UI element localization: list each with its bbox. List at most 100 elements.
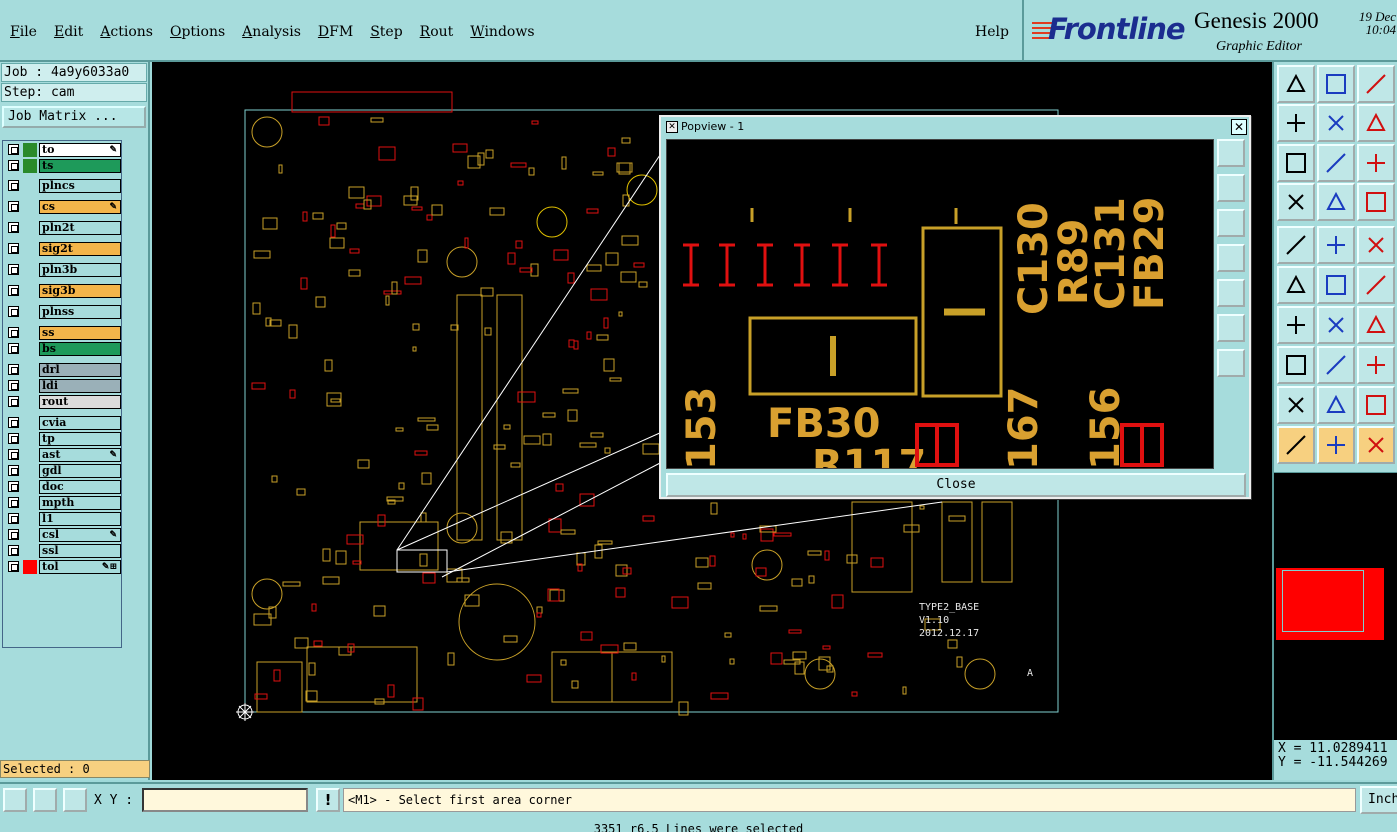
layer-name[interactable]: bs: [39, 342, 121, 356]
layer-name[interactable]: cs✎: [39, 200, 121, 214]
angle-tool-button[interactable]: [1277, 306, 1315, 344]
layer-name[interactable]: ssl: [39, 544, 121, 558]
layer-checkbox[interactable]: [8, 160, 19, 171]
popview-tool-1[interactable]: [1217, 139, 1245, 167]
popview-tool-2[interactable]: [1217, 174, 1245, 202]
layer-name[interactable]: ldi: [39, 379, 121, 393]
snap-mode-button[interactable]: [3, 788, 27, 812]
zoom-center-tool-button[interactable]: [1317, 144, 1355, 182]
layer-color-swatch[interactable]: [23, 560, 37, 574]
layer-name[interactable]: ast✎: [39, 448, 121, 462]
next-tool-button[interactable]: [1317, 104, 1355, 142]
layer-name[interactable]: l1: [39, 512, 121, 526]
layer-checkbox[interactable]: [8, 465, 19, 476]
layer-color-swatch[interactable]: [23, 200, 37, 214]
layer-checkbox[interactable]: [8, 433, 19, 444]
layer-row-tp[interactable]: tp: [3, 432, 121, 446]
layer-checkbox[interactable]: [8, 201, 19, 212]
pointer-tool-button[interactable]: [1277, 426, 1315, 464]
popview-tool-5[interactable]: [1217, 279, 1245, 307]
layer-color-swatch[interactable]: [23, 363, 37, 377]
layer-name[interactable]: ss: [39, 326, 121, 340]
triangle-tool-button[interactable]: [1277, 386, 1315, 424]
snap-tool-button[interactable]: [1357, 266, 1395, 304]
layer-checkbox[interactable]: [8, 343, 19, 354]
layer-name[interactable]: cvia: [39, 416, 121, 430]
prev-tool-button[interactable]: [1277, 104, 1315, 142]
layer-row-mpth[interactable]: mpth: [3, 496, 121, 510]
layer-checkbox[interactable]: [8, 449, 19, 460]
traffic-light-tool-button[interactable]: [1357, 183, 1395, 221]
layer-checkbox[interactable]: [8, 561, 19, 572]
layer-row-ast[interactable]: ast✎: [3, 448, 121, 462]
layer-color-swatch[interactable]: [23, 305, 37, 319]
layer-row-to[interactable]: to✎: [3, 143, 121, 157]
arc-tool-button[interactable]: [1357, 306, 1395, 344]
popview-titlebar[interactable]: ✕ Popview - 1 ✕: [661, 117, 1249, 137]
layer-name[interactable]: plnss: [39, 305, 121, 319]
layer-checkbox[interactable]: [8, 285, 19, 296]
layer-row-ts[interactable]: ts: [3, 159, 121, 173]
layer-name[interactable]: rout: [39, 395, 121, 409]
layer-name[interactable]: mpth: [39, 496, 121, 510]
unit-toggle-button[interactable]: Inch: [1360, 786, 1397, 814]
pointer-circle-tool-button[interactable]: [1357, 426, 1395, 464]
ruler-tool-button[interactable]: [1357, 226, 1395, 264]
layer-color-swatch[interactable]: [23, 416, 37, 430]
layer-color-swatch[interactable]: [23, 448, 37, 462]
layer-row-l1[interactable]: l1: [3, 512, 121, 526]
layer-name[interactable]: doc: [39, 480, 121, 494]
overview-window-frame[interactable]: [1282, 570, 1364, 632]
layer-name[interactable]: to✎: [39, 143, 121, 157]
layer-row-cvia[interactable]: cvia: [3, 416, 121, 430]
slash-tool-button[interactable]: [1317, 306, 1355, 344]
layer-checkbox[interactable]: [8, 545, 19, 556]
layer-color-swatch[interactable]: [23, 159, 37, 173]
grid-button[interactable]: [63, 788, 87, 812]
layer-name[interactable]: drl: [39, 363, 121, 377]
info-icon[interactable]: !: [316, 788, 340, 812]
graphic-canvas[interactable]: TYPE2_BASE V1.10 2012.12.17 A ✕ Popview …: [152, 62, 1272, 780]
layer-color-swatch[interactable]: [23, 432, 37, 446]
measure-button[interactable]: [33, 788, 57, 812]
popview-zoom-fit[interactable]: [1217, 314, 1245, 342]
layer-checkbox[interactable]: [8, 306, 19, 317]
menu-options[interactable]: Options: [169, 24, 226, 40]
layer-color-swatch[interactable]: [23, 284, 37, 298]
pointer-box-tool-button[interactable]: [1317, 426, 1355, 464]
layer-name[interactable]: pln3b: [39, 263, 121, 277]
layer-row-tol[interactable]: tol✎⊞: [3, 560, 121, 574]
layer-row-ldi[interactable]: ldi: [3, 379, 121, 393]
triangle-blue-tool-button[interactable]: [1357, 386, 1395, 424]
overview-map[interactable]: [1274, 472, 1397, 740]
popview-tool-3[interactable]: [1217, 209, 1245, 237]
layer-row-plncs[interactable]: plncs: [3, 179, 121, 193]
layer-checkbox[interactable]: [8, 144, 19, 155]
line-tool-button[interactable]: [1317, 226, 1355, 264]
pad-settings-tool-button[interactable]: [1277, 183, 1315, 221]
layer-row-rout[interactable]: rout: [3, 395, 121, 409]
connect-tool-button[interactable]: [1277, 266, 1315, 304]
one-to-one-tool-button[interactable]: [1357, 144, 1395, 182]
layer-color-swatch[interactable]: [23, 242, 37, 256]
home-tool-button[interactable]: [1357, 65, 1395, 103]
layer-row-drl[interactable]: drl: [3, 363, 121, 377]
triangle-outline-tool-button[interactable]: [1317, 386, 1355, 424]
menu-analysis[interactable]: Analysis: [242, 24, 301, 40]
layer-row-pln2t[interactable]: pln2t: [3, 221, 121, 235]
layer-name[interactable]: plncs: [39, 179, 121, 193]
layer-color-swatch[interactable]: [23, 544, 37, 558]
menu-step[interactable]: Step: [370, 24, 403, 40]
fit-tool-button[interactable]: [1357, 346, 1395, 384]
layer-row-ss[interactable]: ss: [3, 326, 121, 340]
layer-down-tool-button[interactable]: [1317, 65, 1355, 103]
layer-color-swatch[interactable]: [23, 143, 37, 157]
layer-checkbox[interactable]: [8, 417, 19, 428]
layer-row-bs[interactable]: bs: [3, 342, 121, 356]
layer-name[interactable]: sig2t: [39, 242, 121, 256]
popview-zoom-view[interactable]: FB30 C130 R89 C131 FB29 153 156 167 R117: [666, 139, 1214, 469]
layer-color-swatch[interactable]: [23, 480, 37, 494]
layer-name[interactable]: gdl: [39, 464, 121, 478]
cross-tool-button[interactable]: [1317, 266, 1355, 304]
layer-checkbox[interactable]: [8, 481, 19, 492]
